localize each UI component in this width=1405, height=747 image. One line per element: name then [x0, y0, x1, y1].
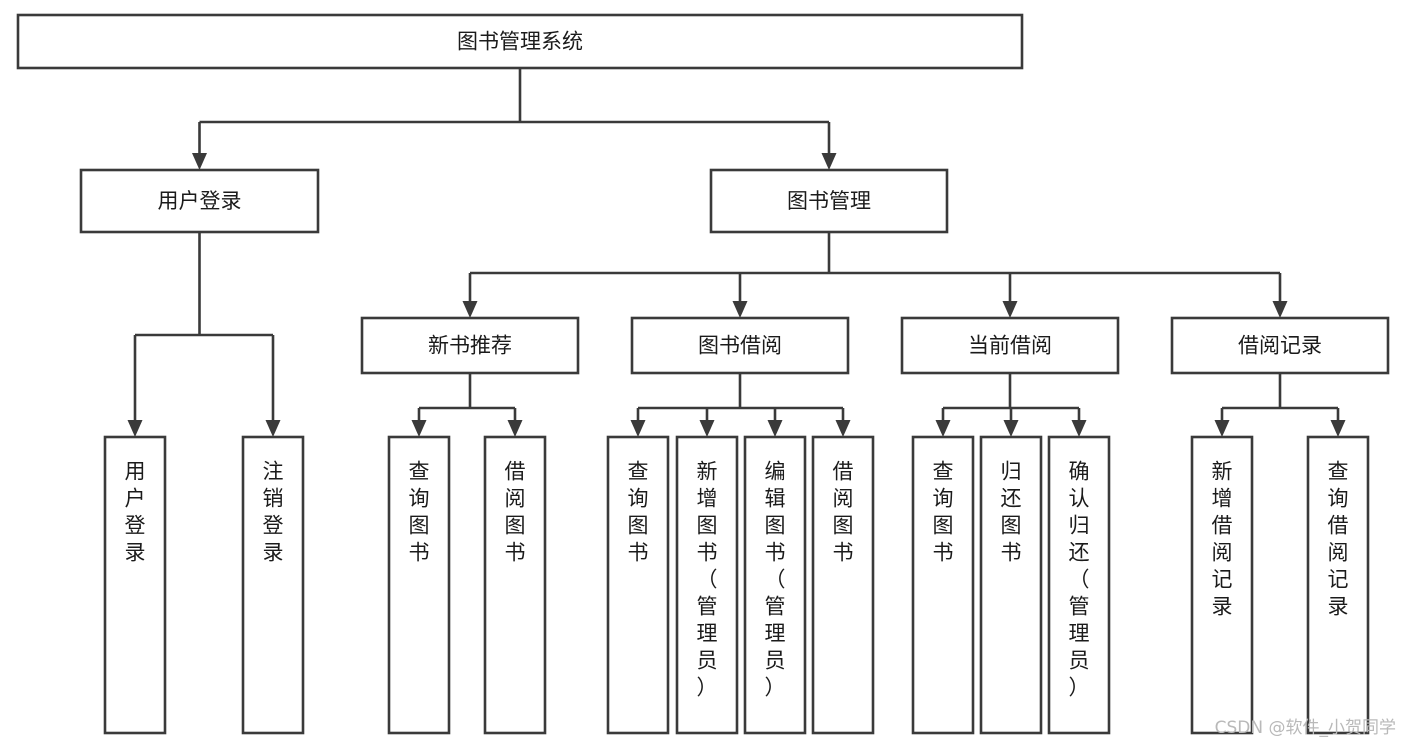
arrow-head-icon	[821, 153, 837, 170]
node-box[interactable]	[103, 435, 167, 735]
node-new-book-rec[interactable]: 新书推荐	[360, 316, 580, 375]
node-label: 图书管理	[787, 189, 871, 213]
node-box[interactable]	[900, 316, 1120, 375]
node-book-manage[interactable]: 图书管理	[709, 168, 949, 234]
arrow-head-icon	[507, 420, 523, 437]
node-box[interactable]	[709, 168, 949, 234]
node-box[interactable]	[1047, 435, 1111, 735]
node-leaf-borrow-add-book[interactable]: 新增图书（管理员）	[675, 435, 739, 735]
node-current-borrow[interactable]: 当前借阅	[900, 316, 1120, 375]
arrow-head-icon	[192, 153, 207, 170]
node-leaf-cur-confirm-return[interactable]: 确认归还（管理员）	[1047, 435, 1111, 735]
node-box[interactable]	[630, 316, 850, 375]
arrow-head-icon	[732, 301, 748, 318]
node-label: 查询图书	[933, 459, 954, 564]
node-label: 新增图书（管理员）	[697, 459, 718, 699]
node-box[interactable]	[606, 435, 670, 735]
arrow-head-icon	[630, 420, 646, 437]
node-box[interactable]	[743, 435, 807, 735]
node-label: 借阅图书	[505, 459, 526, 564]
node-layer: 图书管理系统用户登录图书管理新书推荐图书借阅当前借阅借阅记录用户登录注销登录查询…	[16, 13, 1390, 735]
arrow-head-icon	[411, 420, 427, 437]
node-box[interactable]	[1170, 316, 1390, 375]
node-box[interactable]	[675, 435, 739, 735]
node-box[interactable]	[811, 435, 875, 735]
node-label: 当前借阅	[968, 334, 1052, 358]
arrow-head-icon	[1272, 301, 1288, 318]
edge-layer	[127, 68, 1346, 437]
node-box[interactable]	[79, 168, 320, 234]
node-leaf-user-login[interactable]: 用户登录	[103, 435, 167, 735]
arrow-head-icon	[127, 420, 143, 437]
node-label: 确认归还（管理员）	[1069, 459, 1090, 699]
node-box[interactable]	[16, 13, 1024, 70]
csdn-watermark: CSDN @软件_小贺同学	[1215, 718, 1396, 738]
node-leaf-cur-return-book[interactable]: 归还图书	[979, 435, 1043, 735]
node-label: 用户登录	[125, 459, 146, 564]
node-root[interactable]: 图书管理系统	[16, 13, 1024, 70]
node-label: 注销登录	[263, 459, 284, 564]
node-label: 归还图书	[1001, 459, 1022, 564]
node-label: 查询图书	[628, 459, 649, 564]
node-label: 图书管理系统	[457, 30, 583, 54]
node-box[interactable]	[360, 316, 580, 375]
node-leaf-borrow-lend-book[interactable]: 借阅图书	[811, 435, 875, 735]
arrow-head-icon	[1003, 420, 1019, 437]
node-box[interactable]	[911, 435, 975, 735]
node-box[interactable]	[1190, 435, 1254, 735]
node-label: 查询图书	[409, 459, 430, 564]
arrow-head-icon	[1330, 420, 1346, 437]
arrow-head-icon	[462, 301, 478, 318]
arrow-head-icon	[1214, 420, 1230, 437]
node-label: 编辑图书（管理员）	[765, 459, 786, 699]
node-label: 新书推荐	[428, 334, 512, 358]
node-label: 借阅记录	[1238, 334, 1322, 358]
node-box[interactable]	[387, 435, 451, 735]
arrow-head-icon	[1071, 420, 1087, 437]
node-label: 用户登录	[158, 189, 242, 213]
node-leaf-borrow-edit-book[interactable]: 编辑图书（管理员）	[743, 435, 807, 735]
arrow-head-icon	[935, 420, 951, 437]
node-label: 图书借阅	[698, 334, 782, 358]
arrow-head-icon	[767, 420, 783, 437]
node-leaf-rec-borrow-book[interactable]: 借阅图书	[483, 435, 547, 735]
arrow-head-icon	[699, 420, 715, 437]
node-box[interactable]	[979, 435, 1043, 735]
node-leaf-cur-query-book[interactable]: 查询图书	[911, 435, 975, 735]
node-box[interactable]	[241, 435, 305, 735]
arrow-head-icon	[265, 420, 281, 437]
node-user-login[interactable]: 用户登录	[79, 168, 320, 234]
node-box[interactable]	[483, 435, 547, 735]
node-label: 查询借阅记录	[1328, 459, 1349, 618]
node-label: 借阅图书	[833, 459, 854, 564]
node-borrow-record[interactable]: 借阅记录	[1170, 316, 1390, 375]
node-label: 新增借阅记录	[1212, 459, 1233, 618]
node-leaf-user-logout[interactable]: 注销登录	[241, 435, 305, 735]
node-box[interactable]	[1306, 435, 1370, 735]
arrow-head-icon	[1002, 301, 1018, 318]
node-leaf-rec-query-book[interactable]: 查询图书	[387, 435, 451, 735]
node-leaf-rec-query-record[interactable]: 查询借阅记录	[1306, 435, 1370, 735]
node-leaf-rec-add-record[interactable]: 新增借阅记录	[1190, 435, 1254, 735]
node-leaf-borrow-query-book[interactable]: 查询图书	[606, 435, 670, 735]
node-book-borrow[interactable]: 图书借阅	[630, 316, 850, 375]
arrow-head-icon	[835, 420, 851, 437]
